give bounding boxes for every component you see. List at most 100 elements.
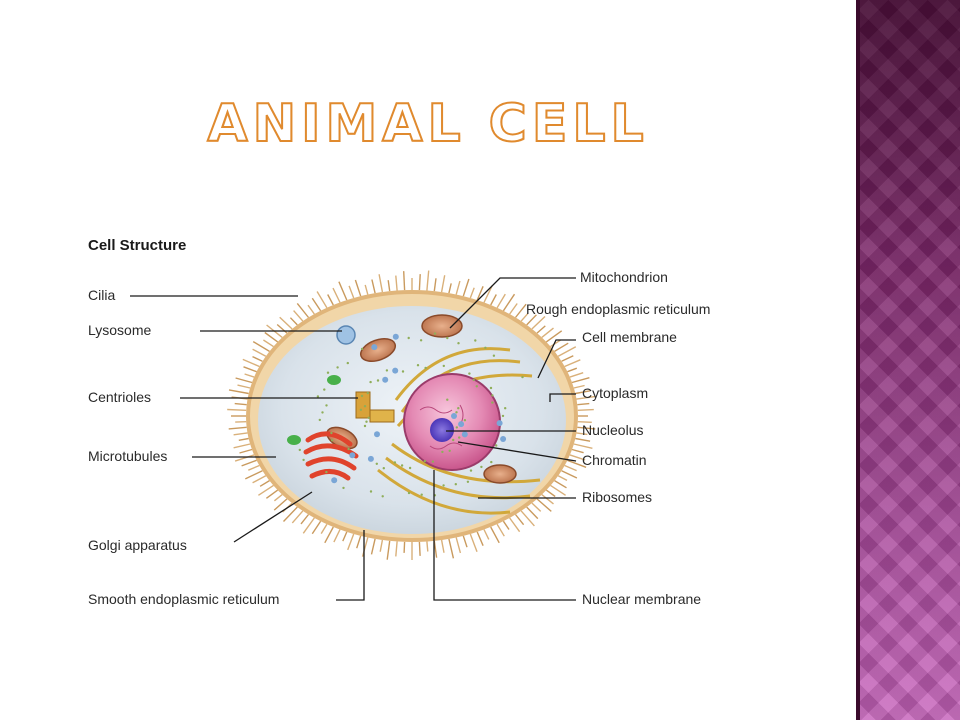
ribosome-dot <box>321 411 324 414</box>
ribosome-dot <box>491 394 494 397</box>
cilium <box>554 479 567 489</box>
cilium <box>433 540 438 558</box>
cilium <box>289 317 298 326</box>
cilium <box>561 470 578 479</box>
ribosome-dot <box>448 449 451 452</box>
label-microtubules: Microtubules <box>88 448 167 464</box>
cilium <box>395 275 398 291</box>
ribosome-dot <box>325 470 328 474</box>
ribosome-dot <box>330 439 334 442</box>
cilium <box>577 402 590 406</box>
ribosome-dot <box>454 483 457 486</box>
nucleolus-shape <box>430 418 454 442</box>
ribosome-dot <box>407 491 411 495</box>
cilium <box>233 432 248 436</box>
cilium <box>354 279 362 297</box>
ribosome-dot <box>342 486 345 490</box>
peroxisome-shape <box>287 435 301 445</box>
cilium <box>531 315 546 330</box>
cilium <box>379 539 384 552</box>
ribosome-dot <box>323 388 326 391</box>
ribosome-dot <box>461 431 468 438</box>
cilium <box>364 284 369 295</box>
ribosome-dot <box>455 426 458 429</box>
cilium <box>550 484 566 496</box>
label-cilia: Cilia <box>88 287 115 303</box>
cilium <box>571 448 584 454</box>
ribosome-dot <box>401 370 405 373</box>
ribosome-dot <box>480 465 483 469</box>
nucleus-shape <box>403 373 501 471</box>
ribosome-dot <box>347 447 350 451</box>
cilium <box>567 367 578 373</box>
label-mitochondrion: Mitochondrion <box>580 269 668 285</box>
ribosome-dot <box>393 461 397 464</box>
cilium <box>320 523 328 534</box>
label-centrioles: Centrioles <box>88 389 151 405</box>
cilium <box>567 459 587 468</box>
ribosome-dot <box>495 444 498 447</box>
cilium <box>483 285 493 303</box>
cilium <box>564 359 581 368</box>
label-nucleolus: Nucleolus <box>582 422 643 438</box>
cell-diagram: Cell Structure <box>80 230 768 615</box>
cilium <box>541 327 554 338</box>
cilium <box>496 523 505 537</box>
cilium <box>252 341 270 352</box>
ribosome-dot <box>392 333 399 340</box>
cilium <box>462 535 468 548</box>
cilium <box>244 373 255 378</box>
cilium <box>577 421 592 423</box>
cilium <box>440 539 445 553</box>
cilium <box>333 529 341 543</box>
ribosome-dot <box>400 464 404 467</box>
cilium <box>342 531 348 542</box>
cilium <box>259 480 270 487</box>
ribosome-dot <box>419 339 423 342</box>
ribosome-dot <box>475 385 478 388</box>
ribosome-dot <box>367 455 374 462</box>
cilium <box>387 280 391 292</box>
ribosome-dot <box>521 375 524 379</box>
ribosome-dot <box>298 448 301 452</box>
ribosome-dot <box>463 419 467 422</box>
cilium <box>403 541 406 553</box>
cilium <box>234 402 247 406</box>
cilium <box>426 270 430 291</box>
cilium <box>311 520 322 535</box>
ribosome-dot <box>472 378 475 382</box>
ribosome-dot <box>474 339 477 342</box>
ribosome-dot <box>349 452 356 459</box>
cilium <box>426 541 429 552</box>
cilium <box>276 323 288 334</box>
cilium <box>509 303 518 315</box>
cilium <box>291 510 304 524</box>
cilium <box>378 274 384 293</box>
cilium <box>324 526 334 544</box>
ribosome-dot <box>457 407 460 410</box>
ribosome-dot <box>359 408 363 411</box>
ribosome-dot <box>431 460 435 463</box>
ribosome-dot <box>500 436 507 442</box>
cilium <box>575 390 591 395</box>
cilium <box>564 464 577 472</box>
cilium <box>252 475 267 484</box>
cilium <box>228 426 247 430</box>
cilium <box>476 531 484 546</box>
cilium <box>557 475 568 482</box>
ribosome-dot <box>469 469 473 472</box>
cilium <box>502 520 510 530</box>
cilium <box>293 310 304 322</box>
cilium <box>433 278 437 292</box>
ribosome-dot <box>318 418 321 422</box>
cilium <box>520 510 535 527</box>
cilium <box>252 348 267 357</box>
cilium <box>244 470 263 480</box>
cilium <box>577 426 596 430</box>
cilium <box>569 372 584 378</box>
ribosome-dot <box>408 466 412 470</box>
cilium <box>573 443 593 449</box>
lysosome-shape <box>336 325 356 345</box>
ribosome-dot <box>452 438 455 442</box>
